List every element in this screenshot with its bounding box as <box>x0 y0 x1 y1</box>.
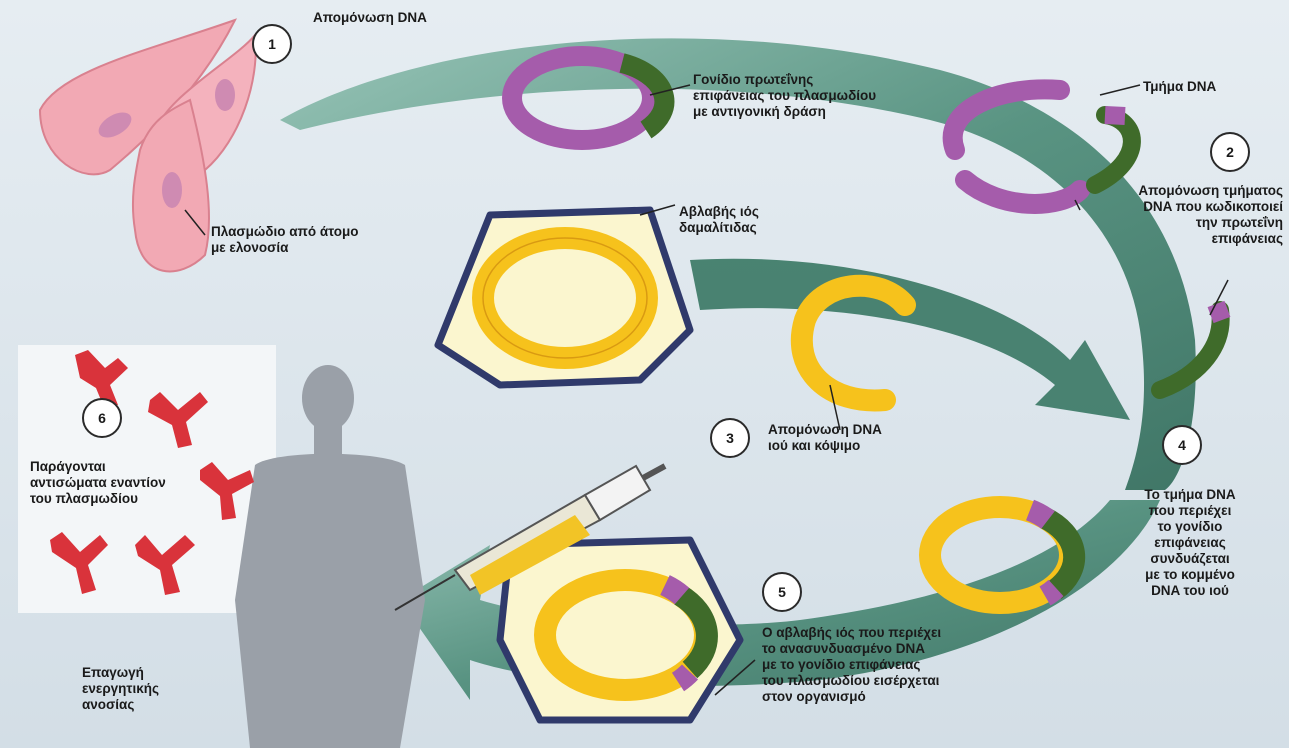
step-6-label: Παράγονται αντισώματα εναντίον του πλασμ… <box>30 459 166 507</box>
step-5-badge: 5 <box>762 572 802 612</box>
step-5-label: Ο αβλαβής ιός που περιέχει το ανασυνδυασ… <box>762 625 941 705</box>
plasmodium-label: Πλασμώδιο από άτομο με ελονοσία <box>211 224 359 256</box>
dna-fragment-label: Τμήμα DNA <box>1143 79 1216 95</box>
immunity-label: Επαγωγή ενεργητικής ανοσίας <box>82 665 159 713</box>
virus-label: Αβλαβής ιός δαμαλίτιδας <box>679 204 759 236</box>
step-4-badge: 4 <box>1162 425 1202 465</box>
step-4-label: Το τμήμα DNA που περιέχει το γονίδιο επι… <box>1125 487 1255 599</box>
step-6-badge: 6 <box>82 398 122 438</box>
step-2-label: Απομόνωση τμήματος DNA που κωδικοποιεί τ… <box>1105 183 1283 247</box>
step-1-badge: 1 <box>252 24 292 64</box>
step-3-badge: 3 <box>710 418 750 458</box>
step-1-label: Απομόνωση DNA <box>313 10 427 26</box>
step-3-label: Απομόνωση DNA ιού και κόψιμο <box>768 422 882 454</box>
gene-label: Γονίδιο πρωτεΐνης επιφάνειας του πλασμωδ… <box>693 72 876 120</box>
step-2-badge: 2 <box>1210 132 1250 172</box>
plasmodium-nucleus <box>215 79 235 111</box>
plasmodium-nucleus <box>162 172 182 208</box>
